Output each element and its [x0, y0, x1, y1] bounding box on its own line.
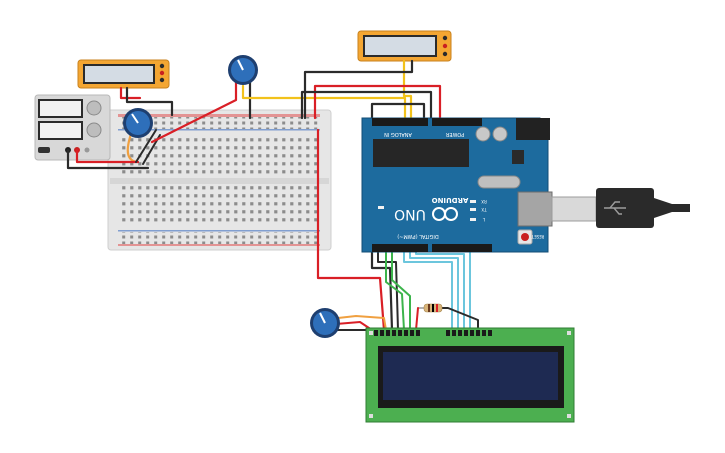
lcd-display[interactable]	[365, 327, 575, 423]
rx-led-label: RX	[481, 199, 487, 204]
wire-yellow[interactable]	[402, 59, 413, 122]
analog-header[interactable]	[372, 118, 428, 126]
board-brand-label: ARDUINO	[432, 196, 469, 204]
tx-led-label: TX	[481, 207, 487, 212]
tx-led	[470, 208, 476, 211]
capacitor	[475, 126, 491, 142]
multimeter-right-port-a[interactable]	[442, 35, 448, 41]
multimeter-right[interactable]	[357, 30, 452, 62]
microcontroller-chip	[373, 139, 469, 167]
breadboard[interactable]	[107, 109, 332, 251]
potentiometer-left[interactable]	[123, 108, 153, 138]
wire-green[interactable]	[385, 247, 405, 331]
wire-cyan[interactable]	[421, 247, 471, 331]
digital-header-label: DIGITAL (PWM~)	[397, 233, 439, 239]
wire-red[interactable]	[313, 84, 442, 122]
analog-header-label: ANALOG IN	[384, 131, 412, 137]
capacitor	[492, 126, 508, 142]
wire-cyan[interactable]	[415, 247, 465, 331]
wire-black[interactable]	[66, 148, 150, 170]
wire-black[interactable]	[370, 246, 394, 332]
multimeter-left-display	[85, 66, 153, 82]
lcd-pin-header[interactable]	[374, 330, 492, 336]
multimeter-left-port-v[interactable]	[159, 70, 165, 76]
power-header-label: POWER	[445, 131, 464, 137]
dc-jack[interactable]	[516, 118, 550, 140]
resistor[interactable]	[423, 303, 443, 313]
wire-orange[interactable]	[337, 315, 387, 331]
voltage-regulator	[512, 150, 524, 164]
ground-terminal[interactable]	[84, 147, 90, 153]
wire-yellow[interactable]	[241, 84, 407, 122]
wire-red[interactable]	[150, 80, 238, 144]
wire-red[interactable]	[415, 307, 419, 331]
usb-icon	[604, 201, 626, 215]
multimeter-right-display	[365, 37, 435, 55]
crystal	[477, 175, 521, 189]
l-led	[470, 218, 476, 221]
multimeter-left-port-com[interactable]	[159, 77, 165, 83]
wire-red[interactable]	[75, 148, 140, 164]
power-header[interactable]	[432, 118, 482, 126]
l-led-label: L	[482, 217, 485, 222]
arduino-uno[interactable]: UNO ARDUINO ANALOG IN POWER DIGITAL (PWM…	[361, 117, 553, 253]
rx-led	[470, 200, 476, 203]
wire-cyan[interactable]	[409, 247, 459, 331]
usb-cable[interactable]	[551, 188, 690, 228]
wire-black[interactable]	[303, 59, 414, 120]
wire-black[interactable]	[300, 90, 433, 122]
board-model-label: UNO	[394, 206, 426, 222]
potentiometer-bottom[interactable]	[310, 308, 340, 338]
dc-power-supply[interactable]	[34, 94, 111, 161]
multimeter-left-port-a[interactable]	[159, 63, 165, 69]
current-knob[interactable]	[86, 122, 102, 138]
digital-header-low[interactable]	[372, 244, 428, 252]
voltage-knob[interactable]	[86, 100, 102, 116]
potentiometer-top[interactable]	[228, 55, 258, 85]
lcd-screen	[383, 352, 558, 400]
wire-black[interactable]	[441, 307, 479, 331]
power-switch[interactable]	[38, 147, 50, 153]
wire-green[interactable]	[391, 247, 411, 331]
wire-red[interactable]	[119, 86, 142, 100]
wire-black[interactable]	[370, 102, 426, 122]
digital-header-high[interactable]	[432, 244, 492, 252]
wire-black[interactable]	[135, 129, 157, 163]
wire-red[interactable]	[335, 321, 373, 331]
usb-port[interactable]	[517, 191, 553, 227]
multimeter-right-port-com[interactable]	[442, 51, 448, 57]
wire-cyan[interactable]	[403, 247, 453, 331]
multimeter-left[interactable]	[77, 59, 170, 89]
multimeter-right-port-v[interactable]	[442, 43, 448, 49]
arduino-logo	[432, 207, 458, 221]
wire-red[interactable]	[316, 128, 386, 332]
reset-label: RESET	[531, 234, 544, 239]
on-led	[378, 206, 384, 209]
wire-black[interactable]	[125, 86, 174, 117]
